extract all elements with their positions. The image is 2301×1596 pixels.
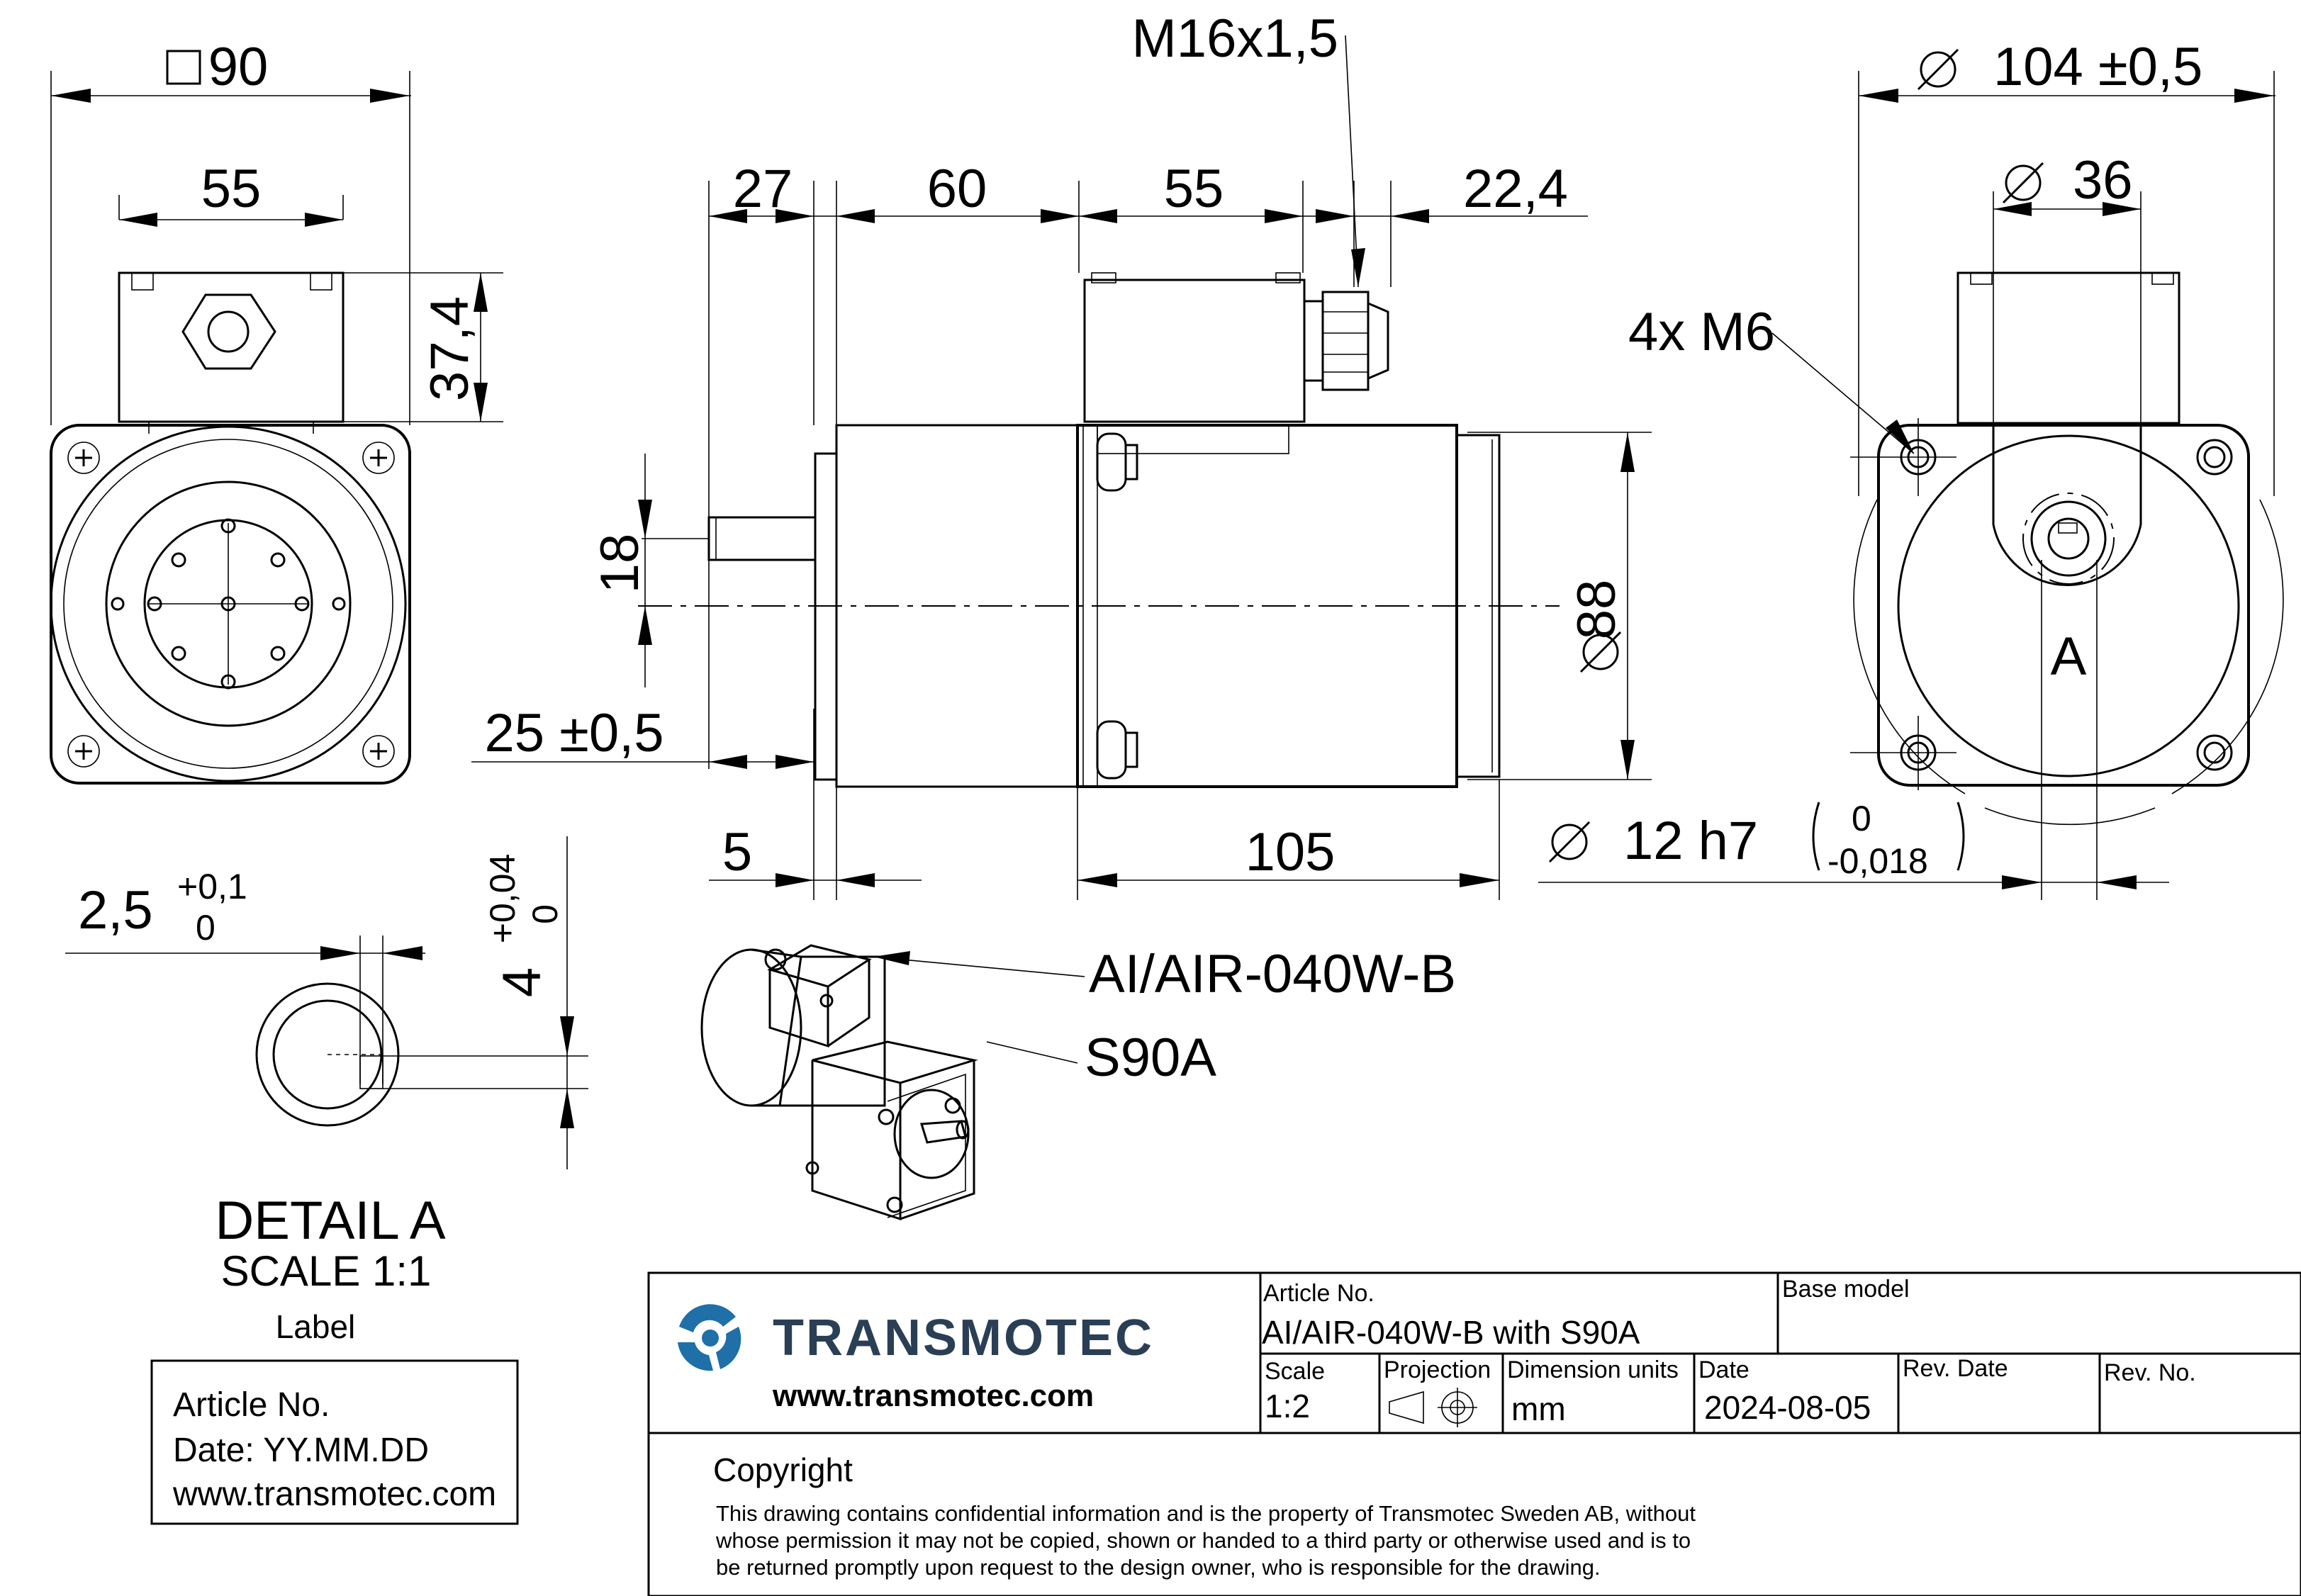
dim-2-5-tol-lower: 0	[196, 908, 215, 948]
detail-scale: SCALE 1:1	[221, 1247, 432, 1295]
dim-60: 60	[927, 159, 987, 219]
square-symbol	[166, 50, 201, 85]
gland-nut	[181, 293, 276, 370]
iso-motor-end	[700, 948, 802, 1107]
dim-2-5-tol-upper: +0,1	[177, 867, 247, 906]
dim-12-tol-lower: -0,018	[1827, 841, 1928, 881]
rev-date-label: Rev. Date	[1903, 1355, 2008, 1382]
cable-gland	[1321, 291, 1370, 391]
dim-105: 105	[1245, 822, 1336, 882]
diameter-symbol-36	[2002, 162, 2044, 204]
dim-18: 18	[590, 534, 650, 594]
article-no-label: Article No.	[1263, 1280, 1375, 1307]
dim-88: 88	[1567, 580, 1627, 640]
company-name: TRANSMOTEC	[773, 1310, 1154, 1366]
terminal-box	[118, 271, 345, 423]
dim-55-top: 55	[201, 159, 262, 219]
dim-27: 27	[733, 159, 793, 219]
units-label: Dimension units	[1507, 1356, 1679, 1383]
dim-5: 5	[722, 822, 752, 882]
front-view-gearbox: 90 55 37,4	[50, 37, 503, 785]
label-line-website: www.transmotec.com	[172, 1476, 496, 1513]
projection-label: Projection	[1384, 1356, 1491, 1383]
scale-label: Scale	[1265, 1358, 1325, 1385]
motor-flange	[1877, 424, 2250, 787]
base-model-label: Base model	[1782, 1276, 1910, 1303]
transmotec-logo-icon	[678, 1304, 741, 1371]
dim-4-tol-upper: +0,04	[483, 854, 522, 944]
dim-4: 4	[492, 967, 552, 997]
label-caption: Label	[276, 1308, 356, 1345]
diameter-symbol-12	[1548, 821, 1591, 863]
detail-a-view: 2,5 +0,1 0 4 +0,04 0 DETAIL A SCALE 1:1 …	[65, 836, 588, 1525]
label-line-date: Date: YY.MM.DD	[173, 1432, 429, 1469]
copyright-line-3: be returned promptly upon request to the…	[716, 1555, 1601, 1580]
article-no-value: AI/AIR-040W-B with S90A	[1262, 1314, 1640, 1351]
side-view: 27 60 55 22,4 M16x1,5	[471, 9, 1652, 900]
dim-12-tol-upper: 0	[1852, 799, 1871, 838]
label-m16: M16x1,5	[1132, 9, 1339, 69]
dim-square-90: 90	[208, 37, 269, 97]
dim-25: 25 ±0,5	[484, 703, 664, 763]
diameter-symbol-88	[1579, 631, 1622, 673]
dim-2-5: 2,5	[78, 880, 153, 940]
output-shaft	[707, 516, 817, 561]
projection-symbol-icon	[1389, 1388, 1477, 1427]
copyright-line-2: whose permission it may not be copied, s…	[715, 1528, 1691, 1553]
company-website: www.transmotec.com	[772, 1378, 1094, 1413]
dim-55-side: 55	[1164, 159, 1224, 219]
shaft-end	[2047, 517, 2090, 560]
units-value: mm	[1511, 1390, 1566, 1427]
terminal-box-side	[1083, 279, 1306, 423]
dim-104: 104 ±0,5	[1993, 37, 2202, 97]
date-value: 2024-08-05	[1704, 1389, 1871, 1426]
copyright-title: Copyright	[713, 1451, 853, 1488]
diameter-symbol-104	[1917, 48, 1959, 91]
dim-36: 36	[2073, 150, 2133, 210]
date-label: Date	[1698, 1356, 1749, 1383]
detail-shaft-outer	[255, 982, 400, 1127]
rev-no-label: Rev. No.	[2104, 1359, 2196, 1386]
copyright-line-1: This drawing contains confidential infor…	[716, 1501, 1696, 1526]
callout-gearbox: S90A	[1085, 1028, 1216, 1088]
dim-22-4: 22,4	[1463, 159, 1568, 219]
label-line-article: Article No.	[173, 1386, 330, 1424]
dim-12: 12 h7	[1623, 811, 1758, 871]
label-box	[150, 1359, 519, 1525]
scale-value: 1:2	[1265, 1388, 1310, 1424]
dim-4-tol-lower: 0	[525, 904, 565, 924]
isometric-view: AI/AIR-040W-B S90A	[700, 944, 1456, 1221]
callout-motor: AI/AIR-040W-B	[1089, 944, 1456, 1004]
end-view-motor: 104 ±0,5 36	[1538, 37, 2284, 900]
terminal-box-end	[1956, 271, 2180, 425]
dim-37-4: 37,4	[420, 296, 480, 401]
label-m6: 4x M6	[1628, 302, 1775, 362]
title-block: TRANSMOTEC www.transmotec.com Article No…	[647, 1271, 2301, 1596]
detail-a-marker: A	[2051, 626, 2087, 687]
detail-title: DETAIL A	[215, 1191, 446, 1251]
